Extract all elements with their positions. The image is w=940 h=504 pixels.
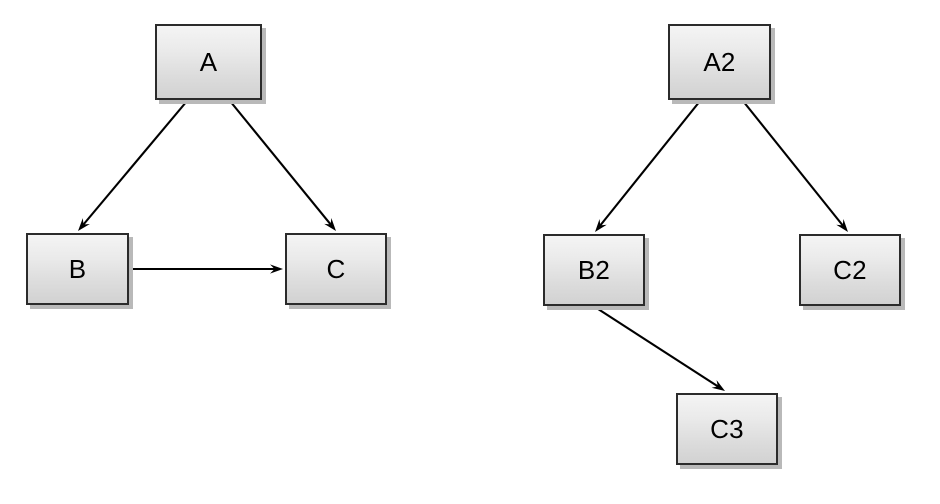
arrowhead-icon bbox=[78, 218, 90, 231]
node-label-c2: C2 bbox=[833, 255, 867, 285]
arrowhead-icon bbox=[711, 380, 725, 391]
node-label-c3: C3 bbox=[710, 414, 744, 444]
node-label-b2: B2 bbox=[577, 255, 611, 285]
arrowhead-icon bbox=[270, 264, 283, 274]
edge-a2-c2 bbox=[742, 100, 848, 232]
node-c[interactable]: C bbox=[285, 233, 387, 305]
edge-a-c bbox=[229, 100, 336, 231]
arrowhead-icon bbox=[595, 218, 607, 232]
node-label-a2: A2 bbox=[703, 47, 736, 77]
edge-b-c bbox=[130, 264, 283, 274]
edge-a2-b2 bbox=[595, 100, 701, 232]
edge-b2-c3 bbox=[594, 306, 725, 391]
node-label-a: A bbox=[199, 47, 218, 77]
node-a[interactable]: A bbox=[155, 24, 262, 100]
node-label-b: B bbox=[68, 254, 87, 284]
node-b[interactable]: B bbox=[26, 233, 129, 305]
arrowhead-icon bbox=[324, 218, 336, 231]
node-c2[interactable]: C2 bbox=[799, 234, 901, 306]
edge-a-b bbox=[78, 100, 188, 231]
node-b2[interactable]: B2 bbox=[543, 234, 645, 306]
node-c3[interactable]: C3 bbox=[676, 393, 778, 465]
arrowhead-icon bbox=[836, 218, 848, 232]
node-label-c: C bbox=[326, 254, 346, 284]
node-a2[interactable]: A2 bbox=[668, 24, 771, 100]
